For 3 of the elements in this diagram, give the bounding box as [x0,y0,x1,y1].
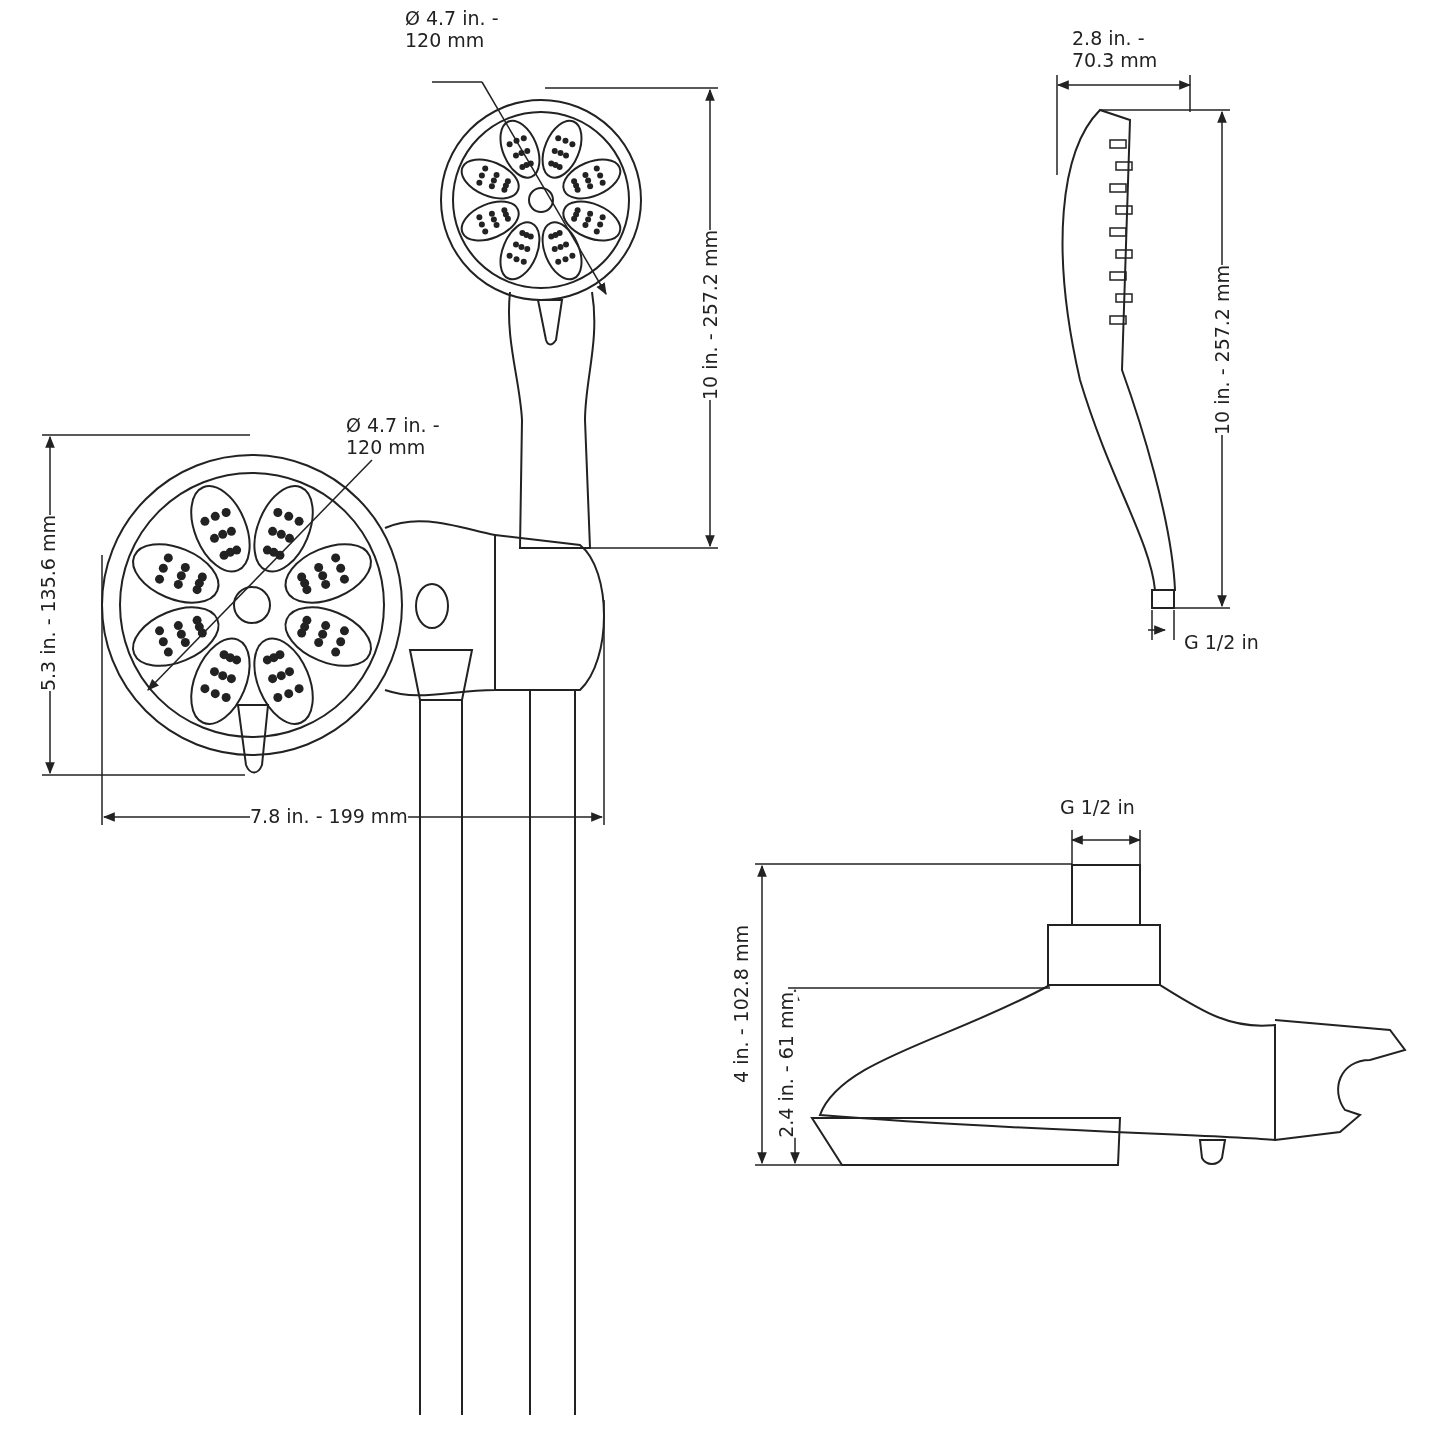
dimension-label: 2.4 in. - 61 mm [776,992,798,1138]
dimension-label: G 1/2 in [1060,797,1135,819]
dimension-label: G 1/2 in [1184,632,1259,654]
